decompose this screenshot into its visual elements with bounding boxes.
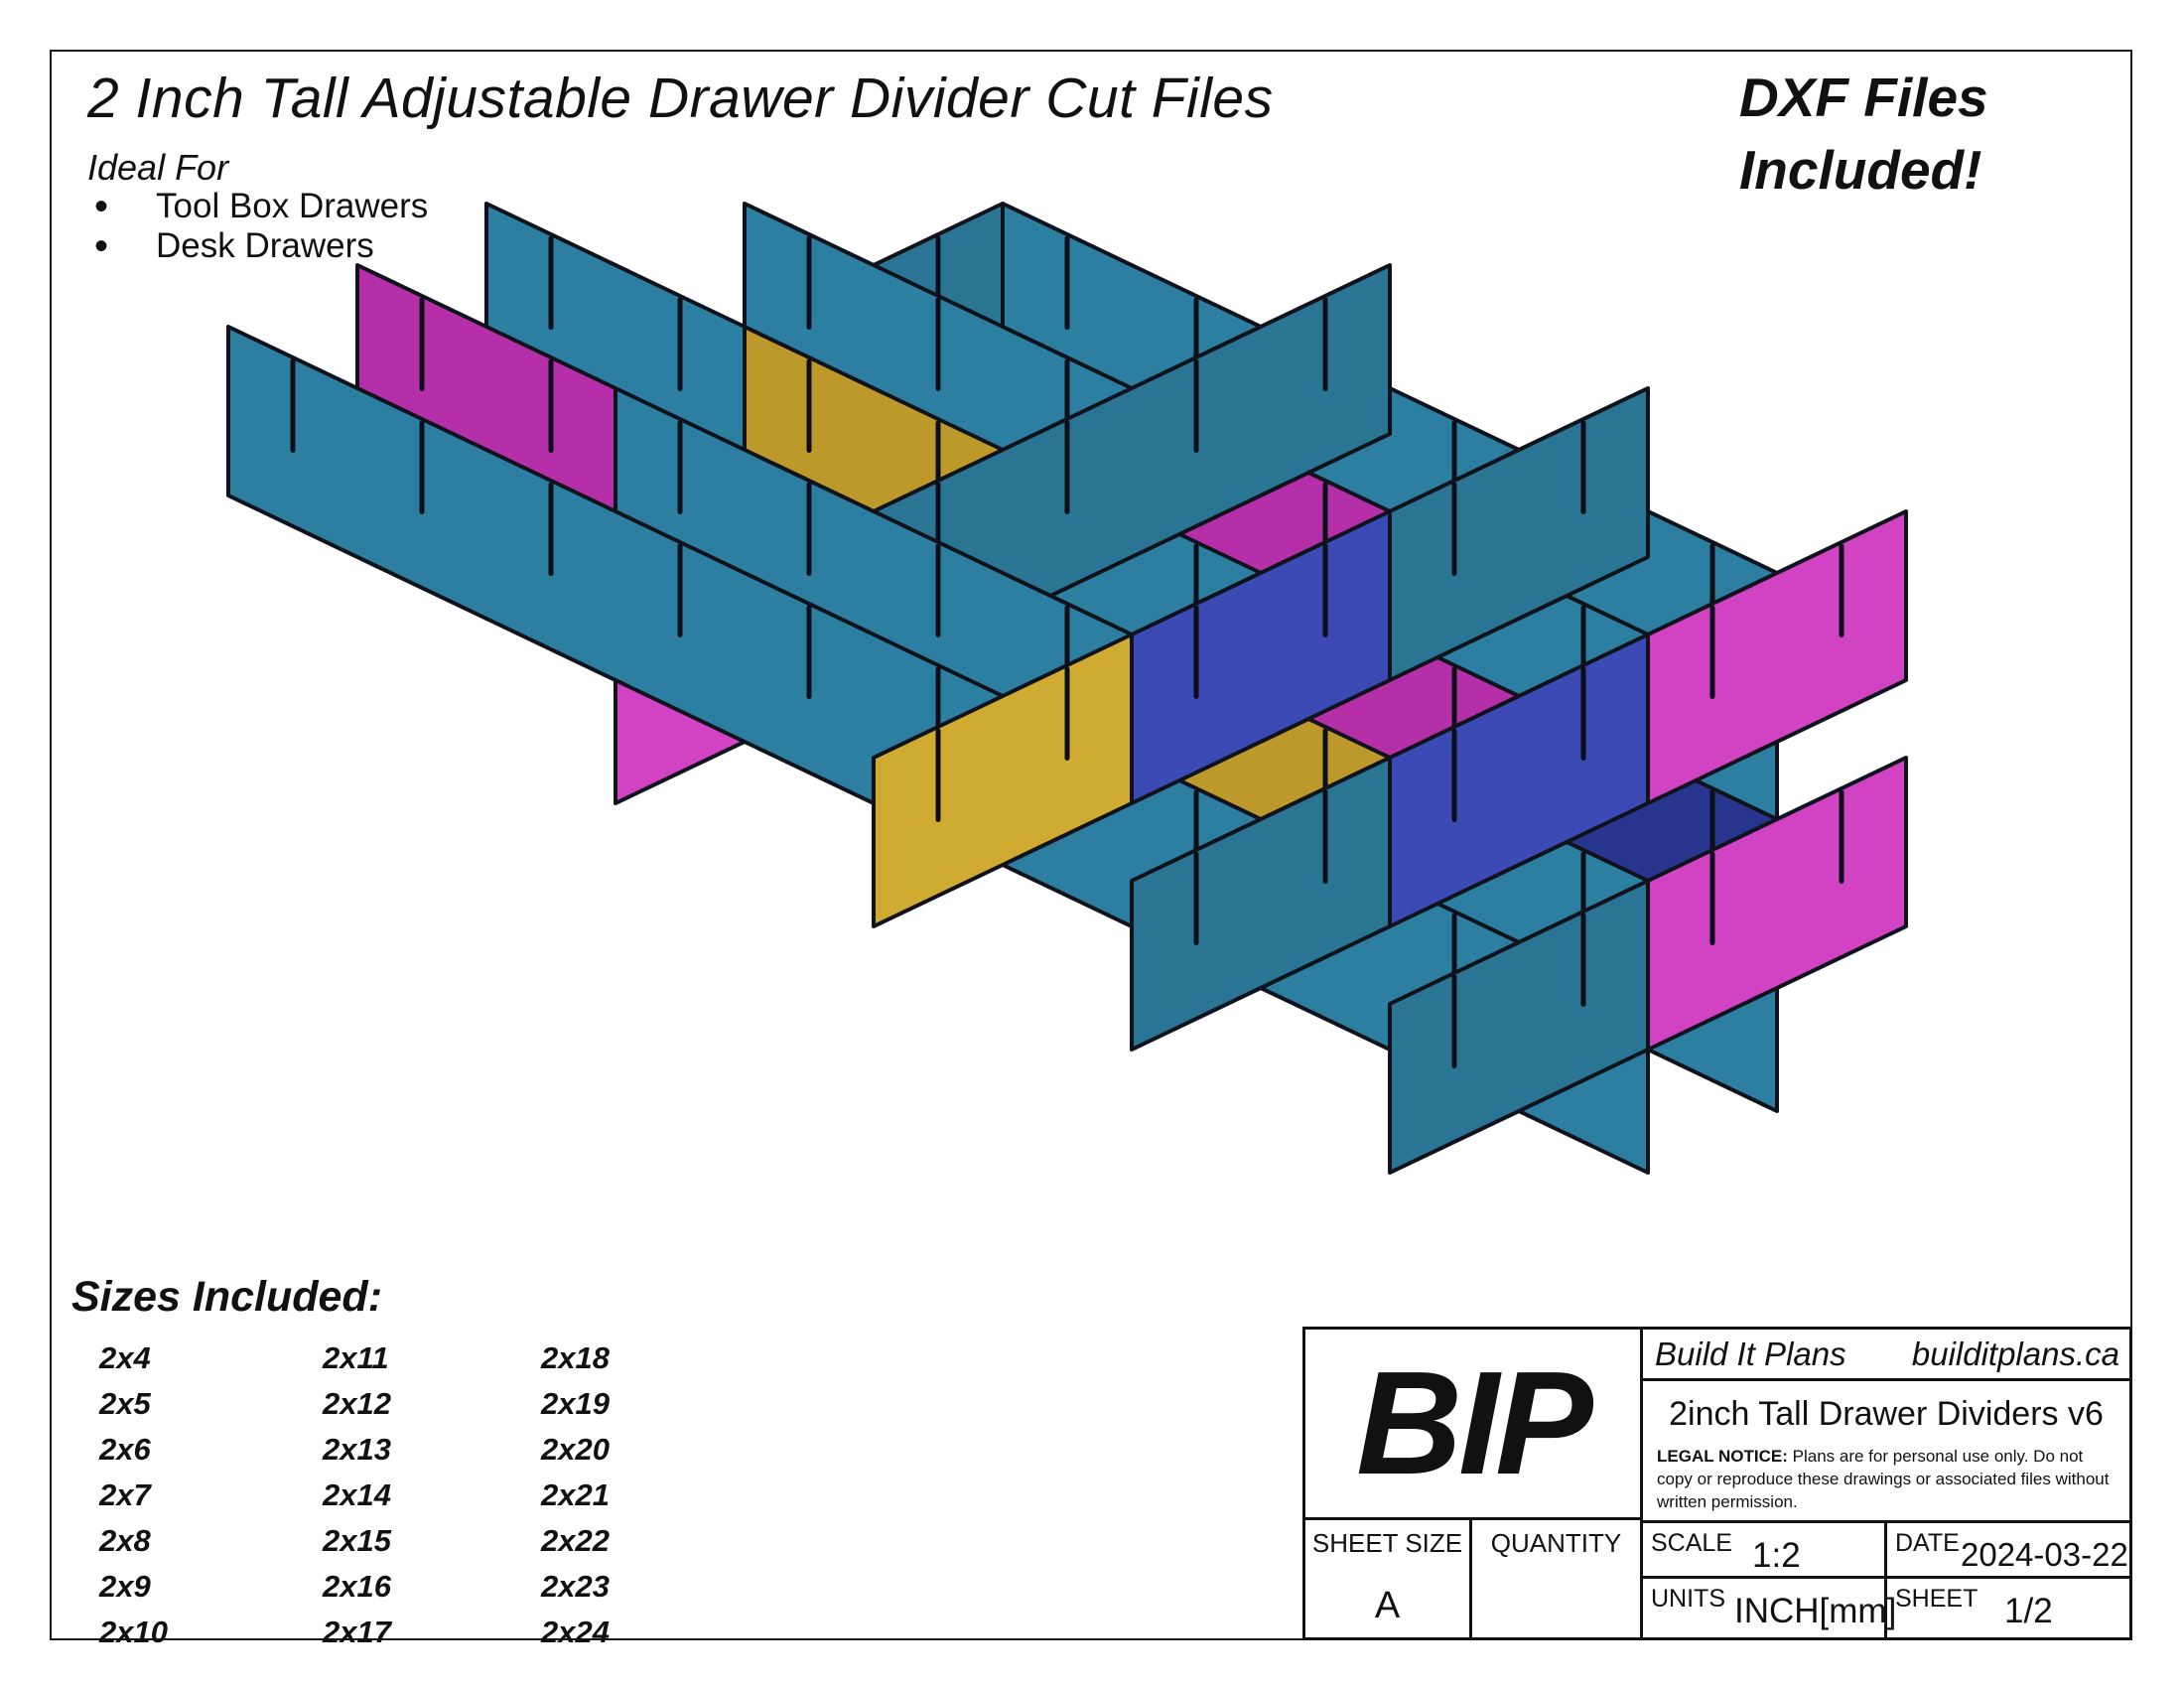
size-item: 2x8 bbox=[99, 1523, 151, 1558]
size-item: 2x17 bbox=[323, 1615, 391, 1649]
units-label: UNITS bbox=[1651, 1585, 1725, 1613]
sizes-column-1: 2x4 2x5 2x6 2x7 2x8 2x9 2x10 bbox=[99, 1336, 168, 1655]
ideal-for-heading: Ideal For bbox=[87, 147, 229, 188]
size-item: 2x22 bbox=[541, 1523, 610, 1558]
size-item: 2x16 bbox=[323, 1569, 391, 1604]
quantity-cell: QUANTITY bbox=[1472, 1520, 1643, 1637]
list-item: • Desk Drawers bbox=[94, 226, 374, 266]
size-item: 2x7 bbox=[99, 1477, 151, 1512]
size-item: 2x20 bbox=[541, 1432, 610, 1467]
sheet-label: SHEET bbox=[1895, 1585, 1979, 1613]
sizes-heading: Sizes Included: bbox=[71, 1273, 383, 1321]
size-item: 2x14 bbox=[323, 1477, 391, 1512]
date-cell: DATE 2024-03-22 bbox=[1887, 1520, 2129, 1579]
size-item: 2x24 bbox=[541, 1615, 610, 1649]
company-website: builditplans.ca bbox=[1911, 1335, 2119, 1372]
sheet-number-cell: SHEET 1/2 bbox=[1887, 1579, 2129, 1637]
page-border bbox=[50, 50, 2132, 1640]
legal-notice-text: Plans are for personal use only. Do not … bbox=[1657, 1447, 2110, 1512]
sizes-column-2: 2x11 2x12 2x13 2x14 2x15 2x16 2x17 bbox=[323, 1336, 391, 1655]
list-item-label: Desk Drawers bbox=[156, 226, 374, 265]
legal-notice-label: LEGAL NOTICE: bbox=[1657, 1447, 1788, 1467]
company-cell: Build It Plans builditplans.ca bbox=[1643, 1330, 2129, 1381]
document-title-cell: 2inch Tall Drawer Dividers v6 LEGAL NOTI… bbox=[1643, 1381, 2129, 1520]
list-item: • Tool Box Drawers bbox=[94, 187, 428, 226]
size-item: 2x15 bbox=[323, 1523, 391, 1558]
size-item: 2x21 bbox=[541, 1477, 610, 1512]
sheet-size-cell: SHEET SIZE A bbox=[1305, 1520, 1472, 1637]
size-item: 2x11 bbox=[323, 1340, 389, 1375]
size-item: 2x6 bbox=[99, 1432, 151, 1467]
size-item: 2x10 bbox=[99, 1615, 168, 1649]
size-item: 2x13 bbox=[323, 1432, 391, 1467]
size-item: 2x4 bbox=[99, 1340, 151, 1375]
legal-notice: LEGAL NOTICE: Plans are for personal use… bbox=[1657, 1446, 2116, 1514]
bullet-icon: • bbox=[94, 224, 109, 268]
sheet-size-label: SHEET SIZE bbox=[1311, 1528, 1463, 1558]
size-item: 2x5 bbox=[99, 1386, 151, 1421]
dxf-note-line1: DXF Files bbox=[1739, 67, 1988, 128]
units-cell: UNITS INCH[mm] bbox=[1643, 1579, 1896, 1637]
document-title: 2inch Tall Drawer Dividers v6 bbox=[1669, 1395, 2104, 1433]
scale-cell: SCALE 1:2 bbox=[1643, 1520, 1887, 1579]
company-name: Build It Plans bbox=[1655, 1335, 1846, 1372]
sizes-column-3: 2x18 2x19 2x20 2x21 2x22 2x23 2x24 bbox=[541, 1336, 610, 1655]
date-label: DATE bbox=[1895, 1529, 1960, 1557]
dxf-note-line2: Included! bbox=[1739, 138, 1982, 201]
size-item: 2x19 bbox=[541, 1386, 610, 1421]
list-item-label: Tool Box Drawers bbox=[156, 187, 429, 225]
quantity-label: QUANTITY bbox=[1490, 1528, 1622, 1558]
size-item: 2x12 bbox=[323, 1386, 391, 1421]
date-value: 2024-03-22 bbox=[1961, 1536, 2128, 1573]
bullet-icon: • bbox=[94, 185, 109, 228]
scale-value: 1:2 bbox=[1752, 1536, 1801, 1575]
sheet-number-value: 1/2 bbox=[2004, 1592, 2053, 1630]
units-value: INCH[mm] bbox=[1734, 1592, 1897, 1630]
sheet-size-value: A bbox=[1374, 1585, 1401, 1626]
logo-cell: BIP bbox=[1305, 1330, 1643, 1520]
company-logo: BIP bbox=[1356, 1340, 1593, 1505]
page-title: 2 Inch Tall Adjustable Drawer Divider Cu… bbox=[87, 67, 1274, 130]
size-item: 2x18 bbox=[541, 1340, 610, 1375]
scale-label: SCALE bbox=[1651, 1529, 1732, 1557]
dxf-included-note: DXF Files Included! bbox=[1739, 62, 2136, 206]
size-item: 2x23 bbox=[541, 1569, 610, 1604]
title-block: BIP Build It Plans builditplans.ca 2inch… bbox=[1302, 1327, 2132, 1640]
size-item: 2x9 bbox=[99, 1569, 151, 1604]
